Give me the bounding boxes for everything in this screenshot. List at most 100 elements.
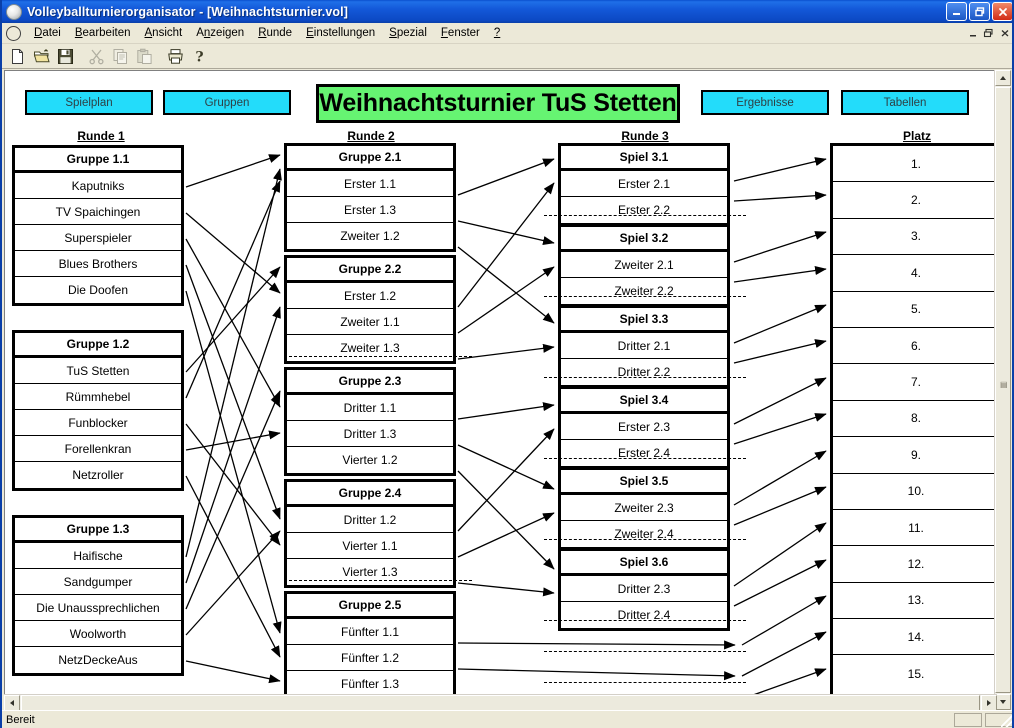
team-row[interactable]: Rümmhebel [15, 384, 181, 410]
mdi-document-icon[interactable] [6, 25, 21, 41]
placement-row[interactable]: 11. [833, 510, 997, 547]
menu-item-anzeigen[interactable]: Anzeigen [196, 27, 245, 39]
open-folder-icon[interactable] [30, 45, 53, 67]
group-box-2-4[interactable]: Gruppe 2.4 Dritter 1.2 Vierter 1.1 Viert… [284, 479, 456, 588]
placement-row[interactable]: 5. [833, 292, 997, 328]
gruppen-button[interactable]: Gruppen [163, 90, 291, 115]
team-row[interactable]: Erster 2.3 [561, 414, 727, 440]
match-box-3-6[interactable]: Spiel 3.6 Dritter 2.3 Dritter 2.4 [558, 548, 730, 631]
mdi-minimize-button[interactable] [965, 26, 980, 40]
group-box-1-1[interactable]: Gruppe 1.1 Kaputniks TV Spaichingen Supe… [12, 145, 184, 306]
vertical-scrollbar[interactable]: ▤ [994, 70, 1011, 710]
team-row[interactable]: Zweiter 1.2 [340, 229, 400, 243]
team-row[interactable]: Vierter 1.2 [342, 453, 398, 467]
group-box-1-2[interactable]: Gruppe 1.2 TuS Stetten Rümmhebel Funbloc… [12, 330, 184, 491]
mdi-restore-button[interactable] [981, 26, 996, 40]
new-document-icon[interactable] [6, 45, 29, 67]
team-row[interactable]: Erster 1.3 [287, 197, 453, 223]
team-row[interactable]: Netzroller [72, 468, 124, 482]
team-row[interactable]: Vierter 1.1 [287, 533, 453, 559]
team-row[interactable]: Haifische [15, 543, 181, 569]
team-row[interactable]: Dritter 2.4 [617, 608, 671, 622]
scroll-down-button[interactable] [995, 694, 1011, 710]
match-box-3-5[interactable]: Spiel 3.5 Zweiter 2.3 Zweiter 2.4 [558, 467, 730, 550]
team-row[interactable]: Dritter 1.1 [287, 395, 453, 421]
ergebnisse-button[interactable]: Ergebnisse [701, 90, 829, 115]
team-row[interactable]: Vierter 1.3 [342, 565, 398, 579]
menu-item-spezial[interactable]: Spezial [389, 27, 427, 39]
menu-item-einstellungen[interactable]: Einstellungen [306, 27, 376, 39]
team-row[interactable]: Zweiter 1.3 [340, 341, 400, 355]
team-row[interactable]: Erster 2.2 [617, 203, 671, 217]
team-row[interactable]: Funblocker [15, 410, 181, 436]
match-box-3-1[interactable]: Spiel 3.1 Erster 2.1 Erster 2.2 [558, 143, 730, 226]
team-row[interactable]: Fünfter 1.3 [340, 677, 400, 691]
team-row[interactable]: Fünfter 1.1 [287, 619, 453, 645]
tabellen-button[interactable]: Tabellen [841, 90, 969, 115]
close-button[interactable] [992, 2, 1012, 21]
mdi-close-button[interactable] [997, 26, 1012, 40]
team-row[interactable]: Dritter 1.3 [287, 421, 453, 447]
scroll-left-button[interactable] [4, 695, 20, 711]
placement-row[interactable]: 9. [833, 437, 997, 474]
team-row[interactable]: Erster 1.1 [287, 171, 453, 197]
team-row[interactable]: Blues Brothers [15, 251, 181, 277]
placement-row[interactable]: 2. [833, 182, 997, 219]
maximize-restore-button[interactable] [969, 2, 990, 21]
group-box-2-3[interactable]: Gruppe 2.3 Dritter 1.1 Dritter 1.3 Viert… [284, 367, 456, 476]
team-row[interactable]: Zweiter 2.3 [561, 495, 727, 521]
menu-item-ansicht[interactable]: Ansicht [144, 27, 183, 39]
placement-row[interactable]: 8. [833, 401, 997, 438]
menu-item-datei[interactable]: Datei [34, 27, 61, 39]
menu-item-fenster[interactable]: Fenster [440, 27, 480, 39]
menu-item-runde[interactable]: Runde [258, 27, 293, 39]
placement-row[interactable]: 15. [907, 666, 925, 681]
match-box-3-4[interactable]: Spiel 3.4 Erster 2.3 Erster 2.4 [558, 386, 730, 469]
scroll-up-button[interactable] [995, 70, 1011, 86]
placement-row[interactable]: 7. [833, 364, 997, 401]
placement-row[interactable]: 4. [833, 255, 997, 292]
placement-row[interactable]: 1. [833, 146, 997, 183]
horizontal-scroll-thumb[interactable] [21, 695, 980, 711]
placement-row[interactable]: 6. [833, 328, 997, 365]
spielplan-button[interactable]: Spielplan [25, 90, 153, 115]
horizontal-scrollbar[interactable] [4, 694, 997, 711]
placement-row[interactable]: 12. [833, 546, 997, 583]
match-box-3-2[interactable]: Spiel 3.2 Zweiter 2.1 Zweiter 2.2 [558, 224, 730, 307]
help-question-icon[interactable]: ? [188, 45, 211, 67]
team-row[interactable]: Zweiter 1.1 [287, 309, 453, 335]
team-row[interactable]: TV Spaichingen [15, 199, 181, 225]
team-row[interactable]: TuS Stetten [15, 358, 181, 384]
menu-item-bearbeiten[interactable]: Bearbeiten [74, 27, 131, 39]
save-disk-icon[interactable] [54, 45, 77, 67]
team-row[interactable]: Forellenkran [15, 436, 181, 462]
placement-row[interactable]: 13. [833, 583, 997, 620]
placement-row[interactable]: 10. [833, 474, 997, 510]
team-row[interactable]: Woolworth [15, 621, 181, 647]
team-row[interactable]: Zweiter 2.1 [561, 252, 727, 278]
team-row[interactable]: Superspieler [15, 225, 181, 251]
team-row[interactable]: Zweiter 2.2 [614, 284, 674, 298]
team-row[interactable]: Dritter 1.2 [287, 507, 453, 533]
team-row[interactable]: Zweiter 2.4 [614, 527, 674, 541]
match-box-3-3[interactable]: Spiel 3.3 Dritter 2.1 Dritter 2.2 [558, 305, 730, 388]
team-row[interactable]: Fünfter 1.2 [287, 645, 453, 671]
team-row[interactable]: Erster 2.1 [561, 171, 727, 197]
vertical-scroll-thumb[interactable]: ▤ [995, 87, 1011, 693]
placement-row[interactable]: 14. [833, 619, 997, 656]
placement-row[interactable]: 3. [833, 219, 997, 256]
team-row[interactable]: Dritter 2.3 [561, 576, 727, 602]
resize-grip[interactable] [1001, 713, 1012, 727]
team-row[interactable]: Sandgumper [15, 569, 181, 595]
print-icon[interactable] [164, 45, 187, 67]
team-row[interactable]: Die Unaussprechlichen [15, 595, 181, 621]
minimize-button[interactable] [946, 2, 967, 21]
placement-table[interactable]: 1. 2. 3. 4. 5. 6. 7. 8. 9. 10. 11. 12. 1… [830, 143, 997, 703]
team-row[interactable]: Dritter 2.2 [617, 365, 671, 379]
team-row[interactable]: Erster 1.2 [287, 283, 453, 309]
group-box-2-1[interactable]: Gruppe 2.1 Erster 1.1 Erster 1.3 Zweiter… [284, 143, 456, 252]
team-row[interactable]: Erster 2.4 [617, 446, 671, 460]
team-row[interactable]: Die Doofen [67, 283, 129, 297]
team-row[interactable]: NetzDeckeAus [58, 653, 138, 667]
scroll-right-button[interactable] [981, 695, 997, 711]
